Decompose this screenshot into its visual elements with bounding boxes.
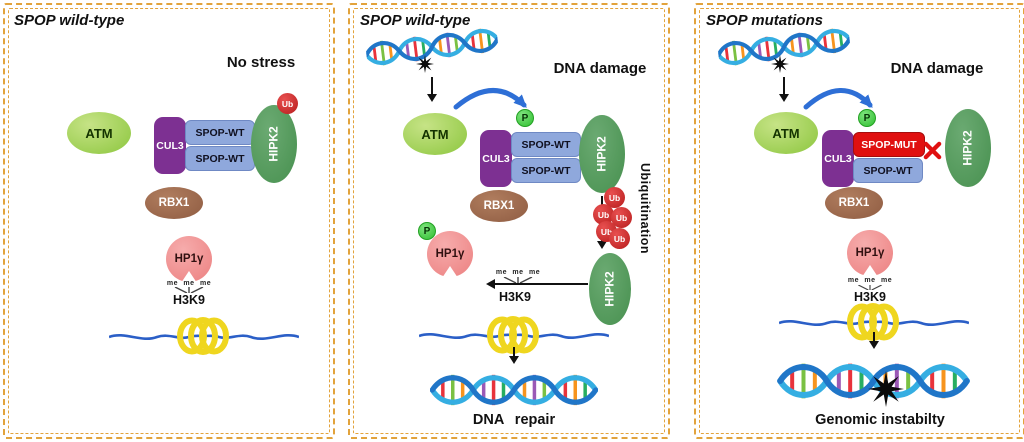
spop-wt-box-bottom: SPOP-WT: [511, 158, 581, 183]
cul3-label: CUL3: [156, 139, 184, 152]
hipk2-label: HIPK2: [595, 136, 609, 172]
phospho-label: P: [521, 112, 529, 124]
hipk2-label: HIPK2: [267, 126, 281, 162]
spop-mut-label: SPOP-MUT: [861, 138, 917, 151]
hipk2-protein: HIPK2: [945, 109, 991, 187]
phospho-label: P: [863, 112, 871, 124]
hipk2-label: HIPK2: [603, 271, 617, 307]
h3k9-label: H3K9: [854, 290, 886, 304]
atm-protein: ATM: [67, 112, 131, 154]
spop-wt-label: SPOP-WT: [521, 164, 571, 177]
methyl-marks: me me me: [166, 280, 212, 287]
spop-wt-label: SPOP-WT: [195, 152, 245, 165]
rbx1-protein: RBX1: [825, 187, 883, 219]
ub-label: Ub: [600, 226, 613, 237]
nucleosome-dna-strand: [109, 310, 299, 356]
spop-wt-label: SPOP-WT: [195, 126, 245, 139]
repaired-dna-helix: [430, 369, 598, 411]
ubiquitin-tag: Ub: [604, 187, 625, 208]
panel-caption: DNA repair: [472, 412, 556, 428]
rbx1-protein: RBX1: [145, 187, 203, 219]
ub-label: Ub: [615, 212, 628, 223]
panel-title: SPOP wild-type: [14, 12, 125, 29]
ubiquitin-tag: Ub: [593, 204, 614, 225]
hipk2-protein: HIPK2: [579, 115, 625, 193]
activation-arrow-icon: [453, 88, 527, 110]
panel-wildtype-dna-damage: SPOP wild-type DNA damage ATM P CUL3 SPO…: [348, 3, 670, 439]
hp1gamma-label: HP1γ: [435, 248, 465, 260]
hp1gamma-label: HP1γ: [174, 253, 204, 265]
arrow-down-icon: [513, 347, 516, 361]
h3k9-label: H3K9: [173, 293, 205, 307]
ubiquitin-tag: Ub: [277, 93, 298, 114]
damage-star-icon: [416, 55, 434, 73]
spop-wt-label: SPOP-WT: [521, 138, 571, 151]
damage-star-icon: [868, 371, 904, 407]
spop-mut-box: SPOP-MUT: [853, 132, 925, 157]
cul3-label: CUL3: [482, 152, 510, 165]
atm-label: ATM: [772, 125, 800, 141]
phospho-badge: P: [418, 222, 436, 240]
hp1gamma-protein: HP1γ: [166, 236, 212, 282]
arrow-left-icon: [490, 283, 588, 286]
arrow-down-icon: [431, 77, 434, 99]
spop-wt-box: SPOP-WT: [853, 158, 923, 183]
arrow-down-icon: [783, 77, 786, 99]
phospho-badge: P: [516, 109, 534, 127]
panel-mutant-dna-damage: SPOP mutations DNA damage ATM P CUL3 SPO…: [694, 3, 1024, 439]
ub-label: Ub: [281, 98, 294, 109]
atm-label: ATM: [85, 125, 113, 141]
hipk2-protein: HIPK2: [251, 105, 297, 183]
cul3-protein: CUL3: [154, 117, 186, 174]
hipk2-released-protein: HIPK2: [589, 253, 631, 325]
hp1gamma-protein: HP1γ: [847, 230, 893, 276]
cul3-protein: CUL3: [822, 130, 854, 187]
rbx1-protein: RBX1: [470, 190, 528, 222]
methyl-marks: me me me: [847, 277, 893, 284]
atm-label: ATM: [421, 126, 449, 142]
ubiquitin-tag: Ub: [611, 207, 632, 228]
ubiquitination-label: Ubiquitination: [638, 163, 652, 255]
hp1gamma-protein: HP1γ: [427, 231, 473, 277]
activation-arrow-icon: [803, 88, 873, 110]
panel-title: SPOP wild-type: [360, 12, 471, 29]
rbx1-label: RBX1: [158, 197, 190, 209]
ub-label: Ub: [597, 209, 610, 220]
spop-wt-box-top: SPOP-WT: [185, 120, 255, 145]
methyl-marks: me me me: [495, 269, 541, 276]
panel-caption: Genomic instabilty: [815, 412, 945, 428]
condition-label: No stress: [226, 54, 296, 71]
phospho-badge: P: [858, 109, 876, 127]
methyl-connector-lines: [500, 277, 536, 283]
damage-star-icon: [771, 55, 789, 73]
atm-protein: ATM: [754, 112, 818, 154]
inhibition-x-icon: [923, 141, 942, 160]
condition-label: DNA damage: [553, 60, 647, 77]
rbx1-label: RBX1: [483, 200, 515, 212]
spop-wt-box-bottom: SPOP-WT: [185, 146, 255, 171]
ub-label: Ub: [608, 192, 621, 203]
rbx1-label: RBX1: [838, 197, 870, 209]
cul3-protein: CUL3: [480, 130, 512, 187]
phospho-label: P: [423, 225, 431, 237]
condition-label: DNA damage: [890, 60, 984, 77]
atm-protein: ATM: [403, 113, 467, 155]
spop-wt-label: SPOP-WT: [863, 164, 913, 177]
ub-label: Ub: [613, 233, 626, 244]
panel-title: SPOP mutations: [706, 12, 823, 29]
spop-wt-box-top: SPOP-WT: [511, 132, 581, 157]
cul3-label: CUL3: [824, 152, 852, 165]
ubiquitin-tag: Ub: [609, 228, 630, 249]
hp1gamma-label: HP1γ: [855, 247, 885, 259]
arrow-down-icon: [873, 332, 876, 346]
hipk2-label: HIPK2: [961, 130, 975, 166]
h3k9-label: H3K9: [499, 290, 531, 304]
panel-wildtype-no-stress: SPOP wild-type No stress ATM CUL3 SPOP-W…: [3, 3, 335, 439]
